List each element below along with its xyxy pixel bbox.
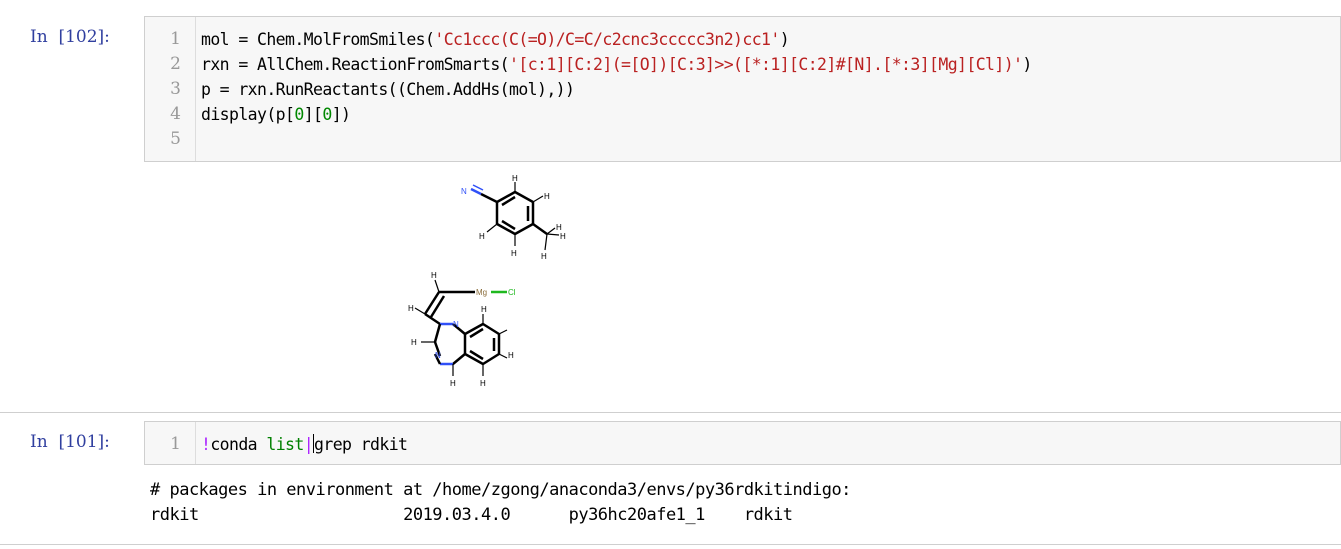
molecule-1-atom-labels: N H H H H H H H bbox=[461, 174, 566, 261]
cell-1-code-editor[interactable]: 1 2 3 4 5 mol = Chem.MolFromSmiles('Cc1c… bbox=[144, 16, 1341, 162]
shell-escape: ! bbox=[201, 435, 211, 454]
atom-label: H bbox=[512, 174, 518, 183]
string-literal: '[c:1][C:2](=[O])[C:3]>>([*:1][C:2]#[N].… bbox=[509, 55, 1023, 74]
code-line-2[interactable]: rxn = AllChem.ReactionFromSmarts('[c:1][… bbox=[201, 52, 1032, 77]
atom-label: N bbox=[453, 320, 459, 329]
molecule-output-image: N H H H H H H H bbox=[408, 174, 566, 388]
cell-1-gutter: 1 2 3 4 5 bbox=[145, 17, 196, 161]
cell-2-output-line: # packages in environment at /home/zgong… bbox=[150, 480, 851, 500]
code-text: display(p[ bbox=[201, 105, 295, 124]
code-line-1[interactable]: !conda list|grep rdkit bbox=[201, 432, 408, 457]
code-text: grep rdkit bbox=[314, 435, 408, 454]
code-text: mol = Chem.MolFromSmiles( bbox=[201, 30, 435, 49]
line-number: 3 bbox=[170, 79, 181, 99]
keyword: list bbox=[266, 435, 304, 454]
pipe-operator: | bbox=[303, 435, 314, 454]
code-text: ][ bbox=[303, 105, 323, 124]
atom-label: Cl bbox=[508, 288, 516, 297]
molecule-1-structure bbox=[470, 182, 560, 251]
atom-label: Mg bbox=[476, 288, 487, 297]
number-literal: 0 bbox=[294, 105, 304, 124]
cell-divider bbox=[0, 544, 1341, 545]
code-text: ) bbox=[779, 30, 790, 49]
atom-label: H bbox=[480, 379, 486, 388]
code-text: rxn = AllChem.ReactionFromSmarts( bbox=[201, 55, 510, 74]
code-text: conda bbox=[210, 435, 267, 454]
atom-label: H bbox=[508, 351, 514, 360]
cell-divider bbox=[0, 412, 1341, 413]
cell-1-prompt: In [102]: bbox=[30, 27, 110, 47]
atom-label: H bbox=[511, 249, 517, 258]
atom-label: H bbox=[541, 252, 547, 261]
code-text: ]) bbox=[331, 105, 351, 124]
line-number: 1 bbox=[170, 29, 181, 49]
code-text: ) bbox=[1022, 55, 1032, 74]
atom-label: H bbox=[556, 223, 562, 232]
line-number: 1 bbox=[170, 434, 181, 454]
atom-label: H bbox=[450, 379, 456, 388]
molecule-2-structure bbox=[414, 279, 508, 376]
number-literal: 0 bbox=[322, 105, 332, 124]
cell-2-output-line: rdkit 2019.03.4.0 py36hc20afe1_1 rdkit bbox=[150, 505, 793, 525]
line-number: 4 bbox=[170, 104, 181, 124]
string-literal: 'Cc1ccc(C(=O)/C=C/c2cnc3ccccc3n2)cc1' bbox=[434, 30, 780, 49]
molecule-2-atom-labels: H Mg Cl H N H N H H H H bbox=[408, 271, 516, 388]
atom-label: H bbox=[479, 232, 485, 241]
atom-label: H bbox=[411, 338, 417, 347]
code-line-3[interactable]: p = rxn.RunReactants((Chem.AddHs(mol),)) bbox=[201, 80, 575, 99]
atom-label: H bbox=[544, 192, 550, 201]
cell-2-code-editor[interactable]: 1 !conda list|grep rdkit bbox=[144, 421, 1341, 465]
atom-label: N bbox=[435, 351, 441, 360]
line-number: 2 bbox=[170, 54, 181, 74]
text-cursor bbox=[313, 434, 315, 453]
line-number: 5 bbox=[170, 129, 181, 149]
atom-label: H bbox=[481, 305, 487, 314]
atom-label: H bbox=[431, 271, 437, 280]
atom-label: H bbox=[408, 304, 414, 313]
cell-2-prompt: In [101]: bbox=[30, 432, 110, 452]
atom-label: H bbox=[560, 232, 566, 241]
code-line-4[interactable]: display(p[0][0]) bbox=[201, 102, 351, 127]
code-line-1[interactable]: mol = Chem.MolFromSmiles('Cc1ccc(C(=O)/C… bbox=[201, 27, 790, 52]
cell-2-gutter: 1 bbox=[145, 422, 196, 464]
atom-label: N bbox=[461, 187, 467, 196]
